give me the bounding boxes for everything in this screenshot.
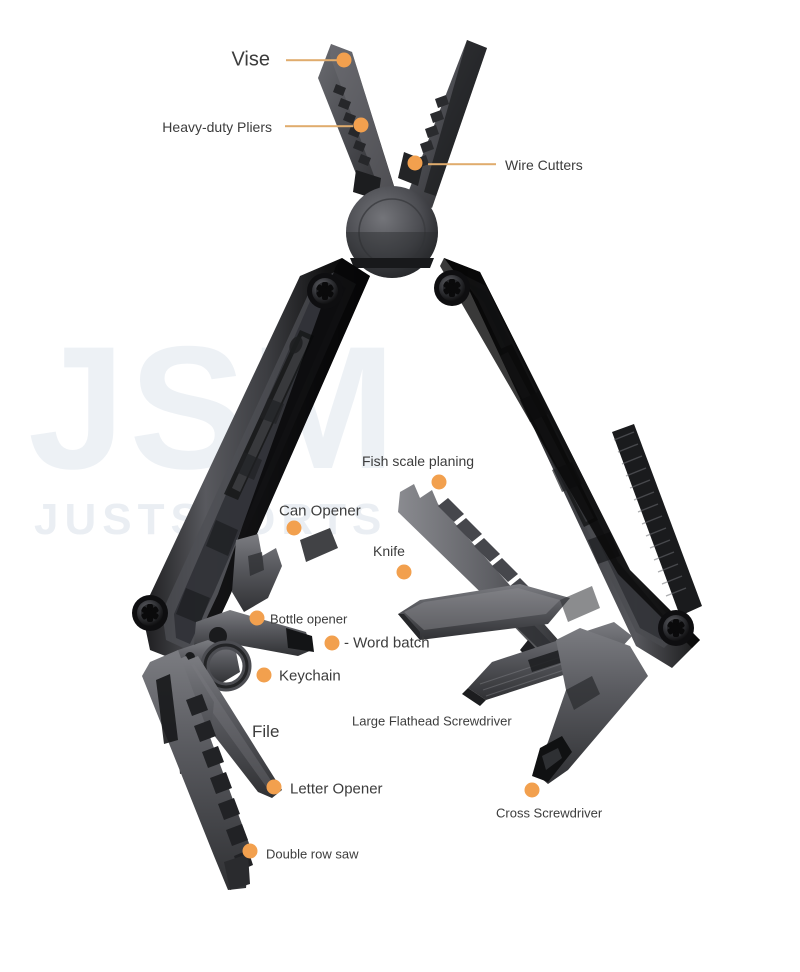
callout-label-cross-screwdriver: Cross Screwdriver	[496, 805, 603, 821]
callout-dot-bottle-opener[interactable]	[249, 610, 265, 626]
callout-dot-can-opener[interactable]	[286, 520, 302, 536]
callout-dot-wire-cutters[interactable]	[407, 155, 423, 171]
callout-dot-heavy-duty-pliers[interactable]	[353, 117, 369, 133]
callout-dot-double-row-saw[interactable]	[242, 843, 258, 859]
callout-dot-fish-scale-planing[interactable]	[431, 474, 447, 490]
callout-label-double-row-saw: Double row saw	[266, 846, 359, 862]
callout-label-bottle-opener: Bottle opener	[270, 611, 348, 627]
leader-line-vise	[286, 59, 338, 61]
callout-label-can-opener: Can Opener	[279, 502, 361, 520]
callout-label-knife: Knife	[373, 543, 405, 559]
leader-line-heavy-duty-pliers	[285, 125, 353, 127]
callout-label-large-flathead-screwdriver: Large Flathead Screwdriver	[352, 713, 512, 729]
callout-label-fish-scale-planing: Fish scale planing	[362, 453, 475, 469]
callout-label-keychain: Keychain	[279, 667, 341, 685]
callout-dot-knife[interactable]	[396, 564, 412, 580]
callout-label-word-batch: - Word batch	[344, 634, 430, 652]
callout-label-file: File	[252, 722, 280, 741]
callout-dot-letter-opener[interactable]	[266, 779, 282, 795]
callout-dot-cross-screwdriver[interactable]	[524, 782, 540, 798]
callout-label-vise: Vise	[231, 48, 270, 71]
callout-dot-word-batch[interactable]	[324, 635, 340, 651]
callout-label-heavy-duty-pliers: Heavy-duty Pliers	[162, 119, 272, 135]
callout-dot-vise[interactable]	[336, 52, 352, 68]
callout-dot-keychain[interactable]	[256, 667, 272, 683]
leader-line-wire-cutters	[428, 163, 496, 165]
callout-label-wire-cutters: Wire Cutters	[505, 157, 583, 173]
callout-label-letter-opener: Letter Opener	[290, 780, 383, 798]
